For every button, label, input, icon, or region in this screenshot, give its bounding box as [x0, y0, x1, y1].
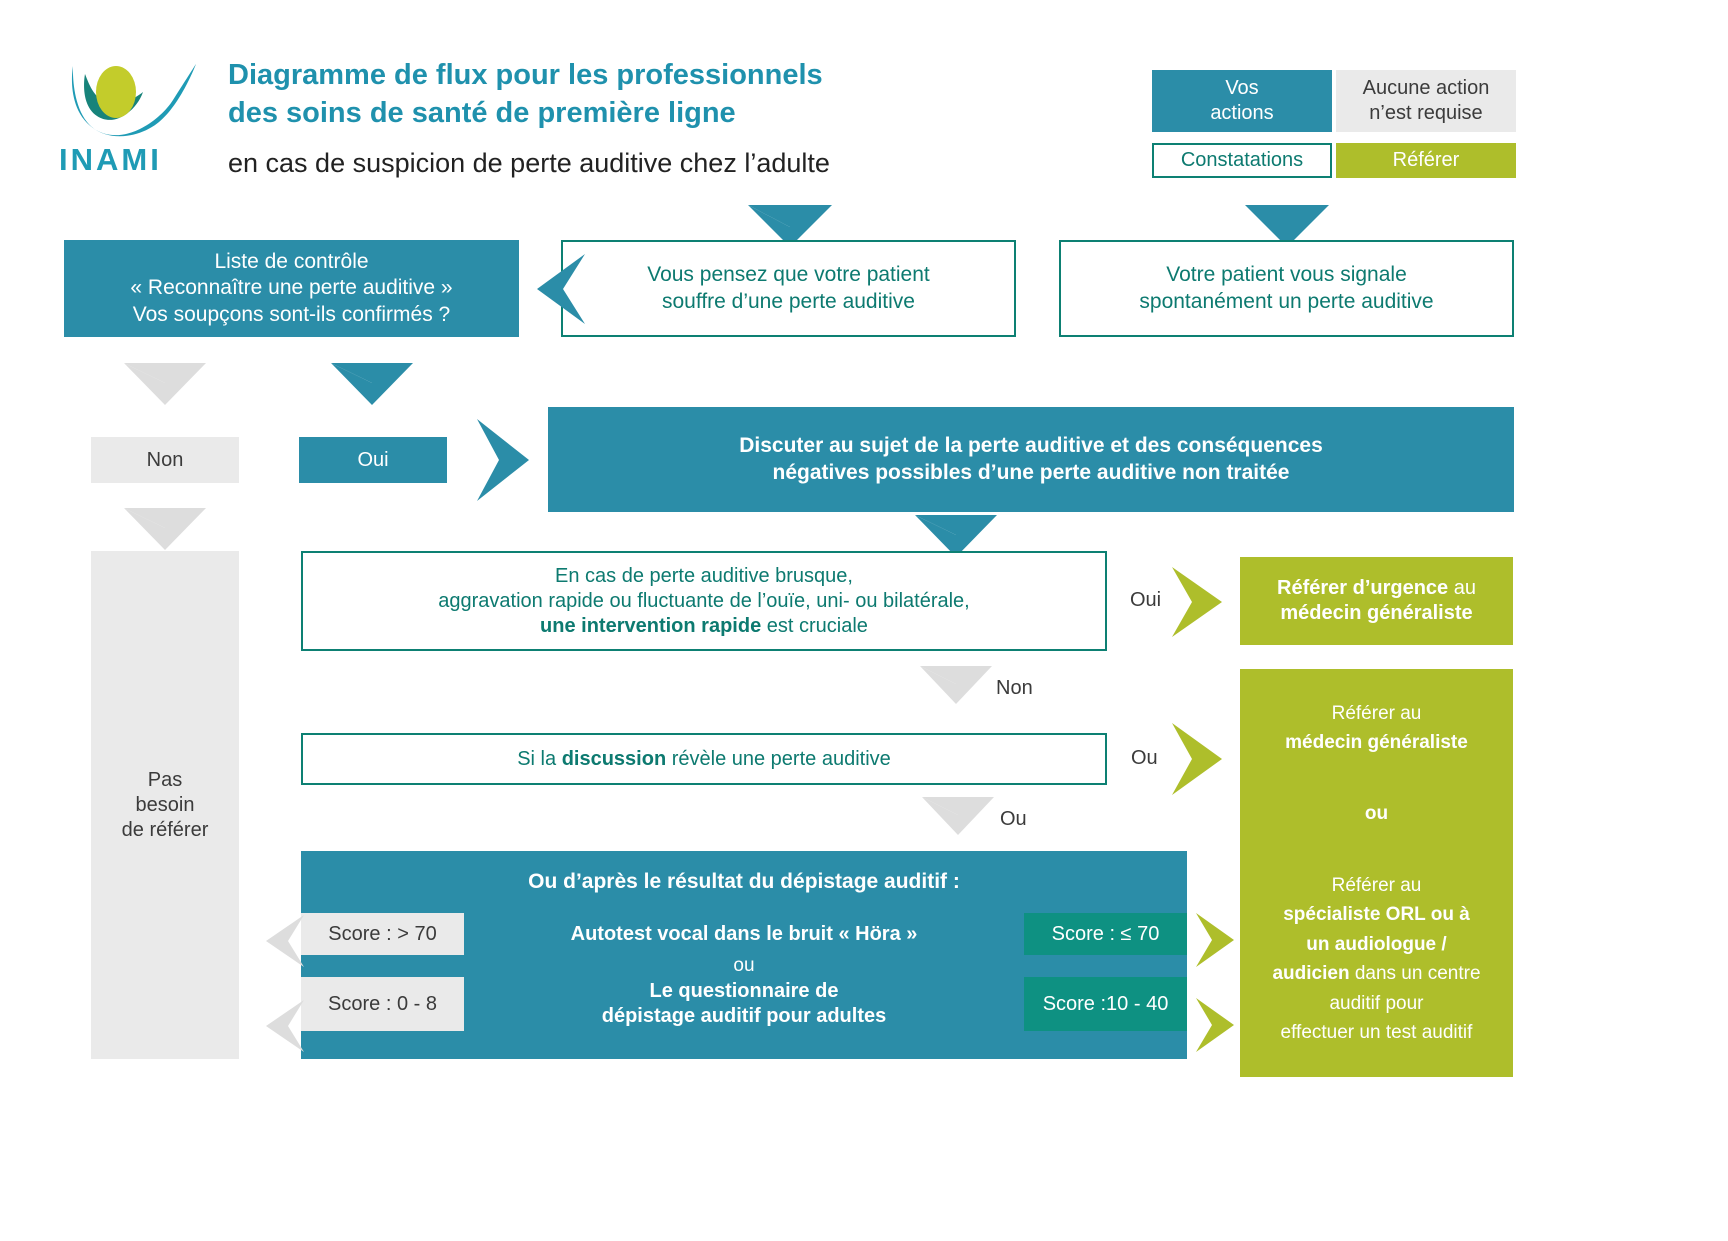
page-subtitle: en cas de suspicion de perte auditive ch… — [228, 148, 830, 178]
arrow-right-to-bigrefer — [1172, 723, 1222, 795]
edge-label-oui-urgent: Oui — [1130, 589, 1162, 611]
legend-vos-actions: Vos actions — [1152, 70, 1332, 132]
brusque-bold: une intervention rapide — [540, 614, 762, 637]
box-patient-signale: Votre patient vous signale spontanément … — [1059, 240, 1514, 337]
legend-referer: Référer — [1336, 143, 1516, 178]
bigref-line-8: effectuer un test auditif — [1280, 1022, 1473, 1044]
bigref-line-6-tail: dans un centre — [1349, 963, 1481, 985]
box-si-discussion: Si la discussion révèle une perte auditi… — [301, 733, 1107, 785]
bigref-line-7: auditif pour — [1329, 992, 1424, 1014]
label-non: Non — [91, 437, 239, 483]
bigref-line-4-bold: spécialiste ORL — [1283, 904, 1426, 926]
box-referer-details: Référer au médecin généraliste ou Référe… — [1240, 669, 1513, 1077]
column-pas-besoin-de-referer: Pas besoin de référer — [91, 551, 239, 1059]
bigref-line-6-bold: audicien — [1272, 963, 1350, 985]
discussion-pre: Si la — [517, 747, 562, 770]
bigref-line-4-tail: ou à — [1425, 904, 1470, 926]
table-separator-ou: ou — [301, 955, 1187, 977]
legend-constatations: Constatations — [1152, 143, 1332, 178]
box-perte-brusque: En cas de perte auditive brusque, aggrav… — [301, 551, 1107, 651]
arrow-down-to-pensez — [748, 205, 832, 247]
inami-logo: INAMI — [57, 60, 217, 185]
discussion-post: révèle une perte auditive — [666, 747, 891, 770]
score-right-1: Score : ≤ 70 — [1024, 913, 1187, 955]
arrow-left-pensez-to-checklist — [537, 254, 585, 324]
bigref-line-3: Référer au — [1331, 874, 1422, 896]
logo-wordmark: INAMI — [59, 142, 162, 177]
title-line-2: des soins de santé de première ligne — [228, 96, 736, 129]
arrow-down-non-3 — [920, 666, 992, 704]
bigref-line-2: médecin généraliste — [1285, 731, 1468, 753]
bigref-line-1: Référer au — [1331, 702, 1422, 724]
edge-label-non-second: Non — [996, 677, 1033, 699]
score-left-2: Score : 0 - 8 — [301, 977, 464, 1031]
urgent-bold: Référer d’urgence — [1277, 577, 1449, 599]
table-row: Score : > 70 Autotest vocal dans le brui… — [301, 913, 1187, 955]
box-checklist: Liste de contrôle « Reconnaître une pert… — [64, 240, 519, 337]
arrow-right-to-urgent — [1172, 567, 1222, 637]
table-row: Score : 0 - 8 Le questionnaire de dépist… — [301, 977, 1187, 1031]
table-footer-band — [301, 1031, 1187, 1051]
arrow-down-to-brusque — [915, 515, 997, 557]
box-discuter: Discuter au sujet de la perte auditive e… — [548, 407, 1514, 512]
discussion-bold: discussion — [561, 747, 667, 770]
arrow-left-score2-to-pasbesoin — [266, 1000, 304, 1052]
edge-label-ou-right: Ou — [1131, 747, 1158, 769]
arrow-right-score1-to-refer — [1196, 913, 1234, 967]
score-right-2: Score :10 - 40 — [1024, 977, 1187, 1031]
title-line-1: Diagramme de flux pour les professionnel… — [228, 59, 823, 91]
urgent-line2: médecin généraliste — [1280, 602, 1473, 624]
bigref-ou: ou — [1364, 803, 1389, 825]
brusque-line-3: une intervention rapide est cruciale — [438, 614, 969, 639]
arrow-down-non-2 — [124, 508, 206, 550]
bigref-line-5: un audiologue / — [1306, 933, 1447, 955]
legend-aucune-action: Aucune action n’est requise — [1336, 70, 1516, 132]
box-vous-pensez: Vous pensez que votre patient souffre d’… — [561, 240, 1016, 337]
table-header: Ou d’après le résultat du dépistage audi… — [528, 869, 960, 893]
arrow-down-non — [124, 363, 206, 405]
arrow-down-oui — [331, 363, 413, 405]
score-left-1: Score : > 70 — [301, 913, 464, 955]
brusque-line-2: aggravation rapide ou fluctuante de l’ou… — [438, 589, 970, 612]
arrow-down-ou — [922, 797, 994, 835]
screening-results-table: Ou d’après le résultat du dépistage audi… — [301, 851, 1187, 1059]
page-title: Diagramme de flux pour les professionnel… — [228, 57, 1058, 132]
brusque-line-1: En cas de perte auditive brusque, — [555, 564, 853, 587]
inami-logo-icon — [71, 64, 196, 137]
arrow-down-to-signale — [1245, 205, 1329, 247]
arrow-left-score1-to-pasbesoin — [266, 915, 304, 967]
brusque-tail: est cruciale — [761, 614, 868, 637]
box-referer-urgence: Référer d’urgence au médecin généraliste — [1240, 557, 1513, 645]
test-name-1: Autotest vocal dans le bruit « Höra » — [464, 913, 1024, 955]
arrow-right-oui-to-discuter — [477, 419, 529, 501]
urgent-tail: au — [1448, 577, 1476, 599]
test-name-2: Le questionnaire de dépistage auditif po… — [464, 977, 1024, 1031]
edge-label-ou-down: Ou — [1000, 808, 1027, 830]
arrow-right-score2-to-refer — [1196, 998, 1234, 1052]
label-oui: Oui — [299, 437, 447, 483]
